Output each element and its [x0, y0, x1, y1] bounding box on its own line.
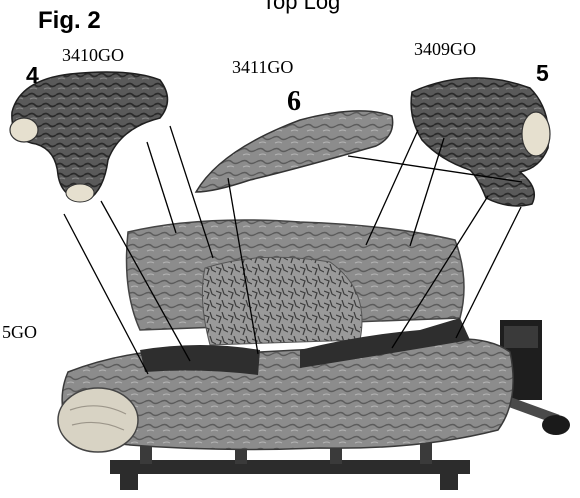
top-log-center: [196, 111, 393, 192]
part-code-left: 3410GO: [62, 46, 124, 64]
top-log-left: [10, 72, 168, 202]
figure-label: Fig. 2: [38, 9, 101, 33]
part-code-side: 5GO: [2, 323, 37, 341]
top-log-right: [411, 78, 550, 206]
page-title: Top Log: [262, 0, 340, 13]
back-log: [127, 220, 465, 345]
part-code-center: 3411GO: [232, 58, 293, 76]
log-number-right: 5: [536, 62, 549, 85]
log-number-left: 4: [26, 64, 39, 87]
log-number-center: 6: [287, 88, 301, 116]
part-code-right: 3409GO: [414, 40, 476, 58]
